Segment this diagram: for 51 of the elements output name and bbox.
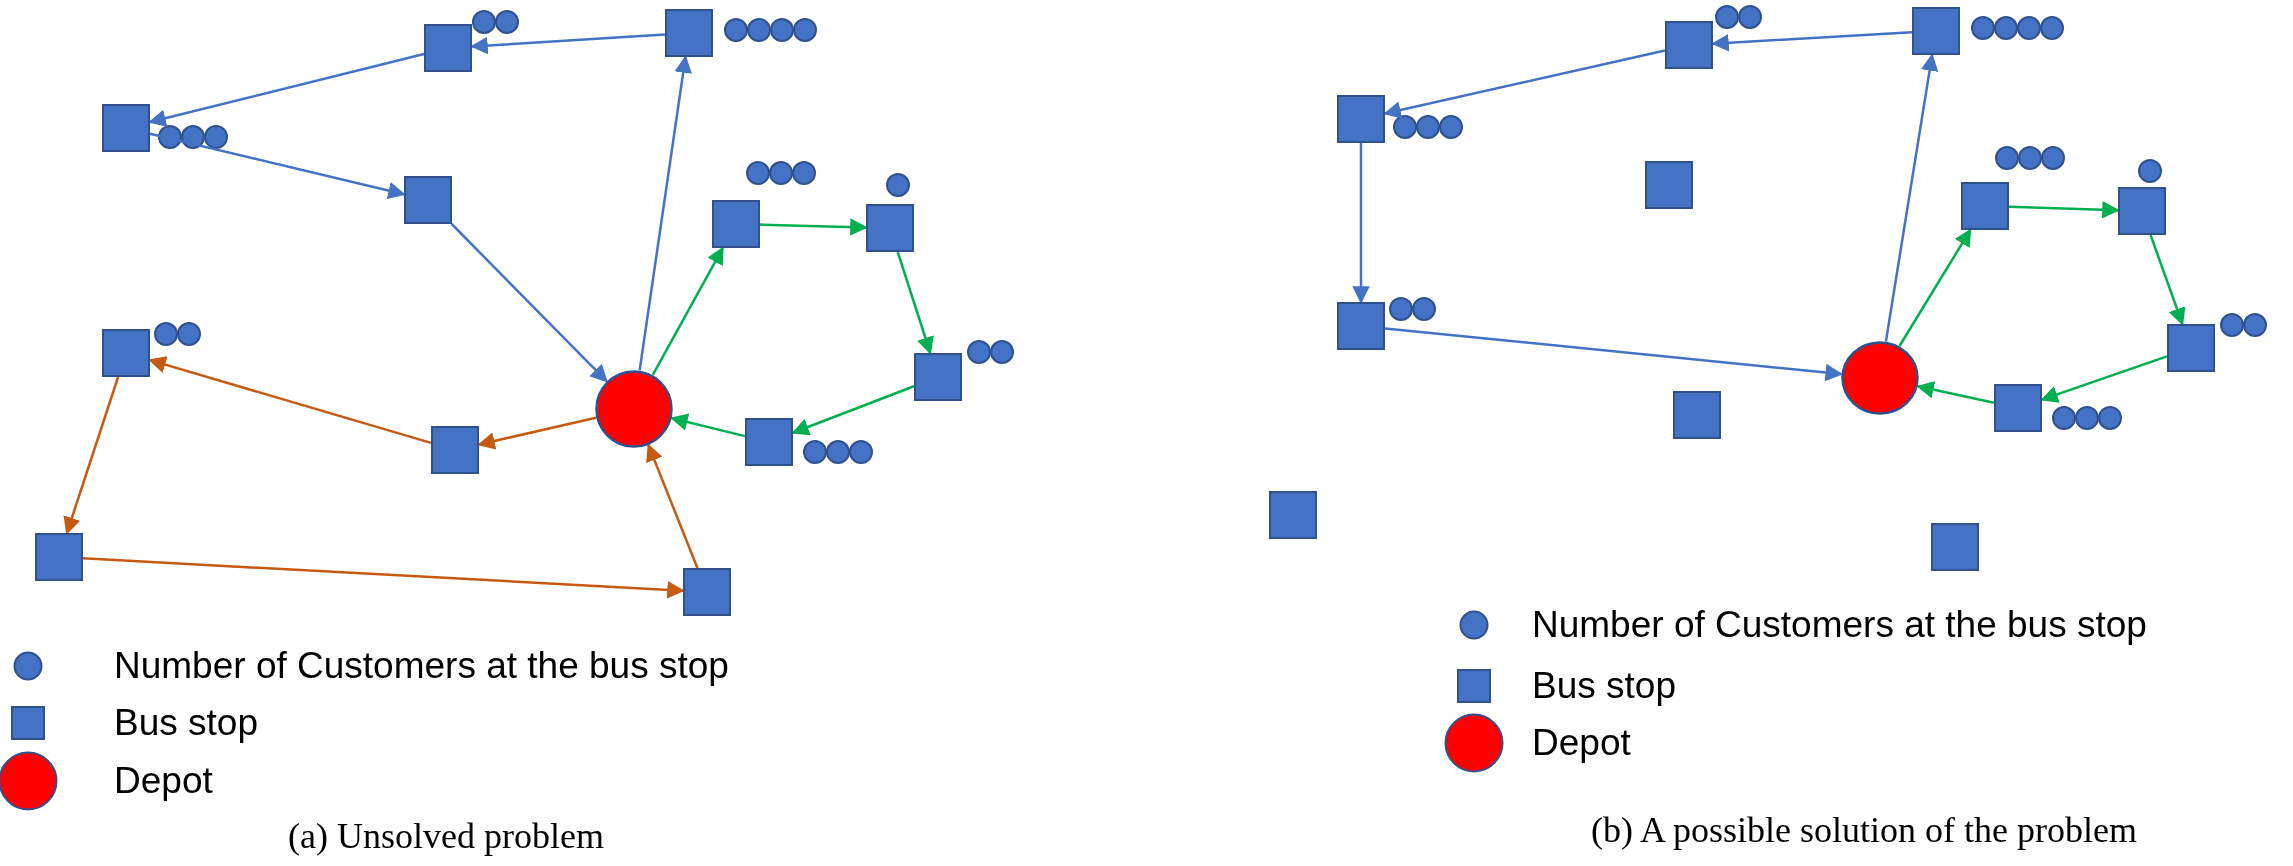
- caption: (b) A possible solution of the problem: [1591, 812, 2137, 848]
- bus-stop-square: [1645, 161, 1693, 209]
- arrow: [896, 251, 934, 355]
- bus-stop-square: [1931, 523, 1979, 571]
- bus-stop-square: [1912, 7, 1960, 55]
- bus-stop-square: [424, 24, 472, 72]
- arrow: [651, 246, 724, 376]
- bus-stop-square: [914, 353, 962, 401]
- bus-stop-square: [1673, 391, 1721, 439]
- legend-text: Depot: [114, 762, 213, 799]
- arrow: [1898, 228, 1972, 347]
- arrow: [450, 223, 608, 383]
- legend-text: Number of Customers at the bus stop: [114, 647, 729, 684]
- arrow: [63, 376, 120, 535]
- arrow: [2149, 234, 2186, 326]
- arrow: [670, 413, 746, 438]
- arrow: [759, 218, 868, 236]
- arrow: [2008, 201, 2120, 219]
- bus-stop-square: [1994, 384, 2042, 432]
- legend-text: Depot: [1532, 724, 1631, 761]
- arrow: [1884, 53, 1939, 342]
- bus-stop-square: [404, 176, 452, 224]
- bus-stop-square: [431, 426, 479, 474]
- arrow: [638, 55, 692, 371]
- bus-stop-square: [712, 200, 760, 248]
- arrow: [1384, 327, 1843, 382]
- bus-stop-square: [102, 104, 150, 152]
- bus-stop-square: [2167, 324, 2215, 372]
- bus-stop-square: [866, 204, 914, 252]
- bus-stop-square: [1337, 302, 1385, 350]
- bus-stop-square: [1269, 491, 1317, 539]
- arrow: [82, 557, 685, 599]
- bus-stop-square: [745, 418, 793, 466]
- legend-text: Number of Customers at the bus stop: [1532, 606, 2147, 643]
- depot-circle: [1841, 341, 1919, 415]
- bus-stop-square: [1961, 182, 2009, 230]
- bus-stop-square: [1337, 95, 1385, 143]
- bus-stop-square: [665, 9, 713, 57]
- bus-stop-square: [683, 568, 731, 616]
- legend-text: Bus stop: [114, 704, 258, 741]
- caption: (a) Unsolved problem: [288, 818, 604, 854]
- bus-stop-square: [35, 533, 83, 581]
- depot-circle: [595, 370, 673, 448]
- arrow: [1916, 381, 1995, 404]
- arrow: [646, 443, 699, 569]
- bus-stop-square: [2118, 187, 2166, 235]
- arrow: [149, 132, 406, 200]
- bus-stop-square: [1665, 21, 1713, 69]
- bus-stop-square: [102, 329, 150, 377]
- arrow: [1352, 143, 1370, 304]
- legend-text: Bus stop: [1532, 667, 1676, 704]
